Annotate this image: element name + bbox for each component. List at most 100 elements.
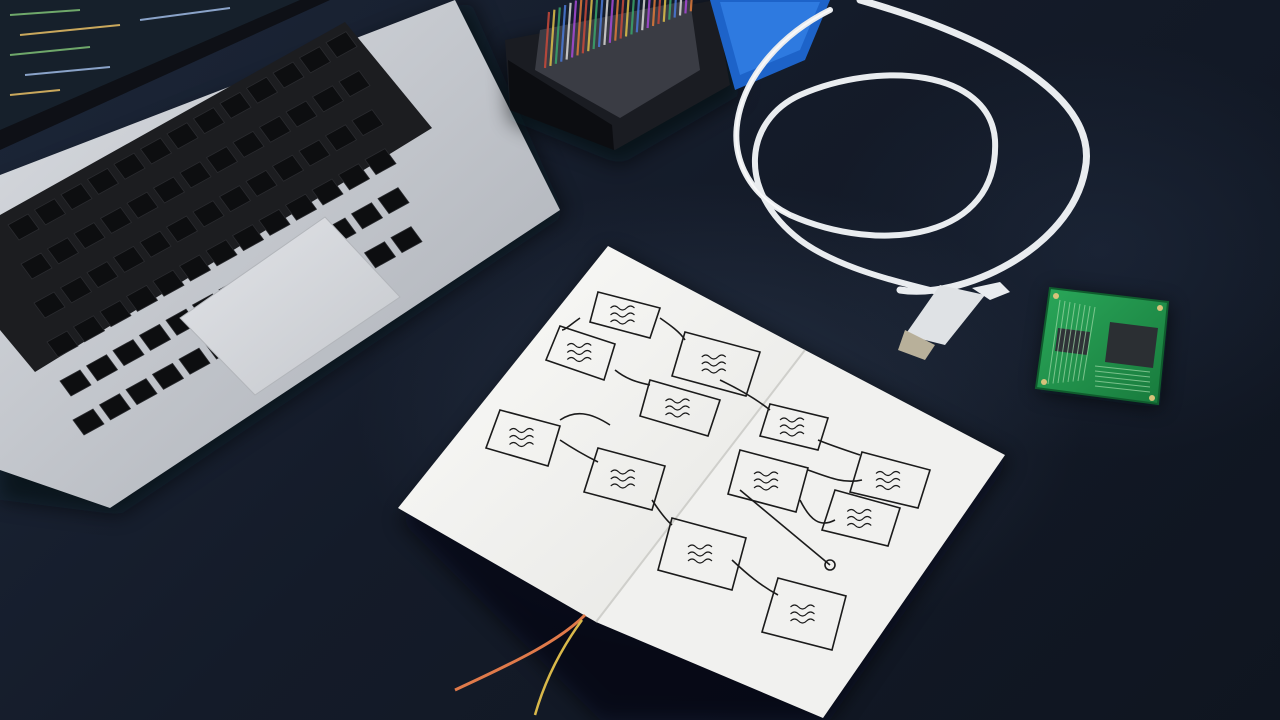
key[interactable] <box>112 339 145 367</box>
hardware-device <box>505 0 830 165</box>
hand-drawn-diagram <box>484 291 932 651</box>
key[interactable] <box>363 241 397 269</box>
key[interactable] <box>258 208 291 236</box>
key[interactable] <box>72 408 105 436</box>
key[interactable] <box>113 152 146 180</box>
key[interactable] <box>125 378 158 406</box>
key[interactable] <box>325 31 358 59</box>
key[interactable] <box>178 254 212 282</box>
code-lines <box>9 7 231 96</box>
key[interactable] <box>165 215 199 243</box>
diagram-box <box>589 291 662 339</box>
key[interactable] <box>46 237 80 265</box>
key[interactable] <box>59 276 93 304</box>
key[interactable] <box>272 61 305 89</box>
key[interactable] <box>350 202 384 230</box>
key[interactable] <box>46 330 79 358</box>
key[interactable] <box>73 222 106 250</box>
diagram-box <box>848 451 932 509</box>
notebook-right-page <box>596 350 1005 718</box>
diagram-arrow <box>561 317 581 331</box>
key[interactable] <box>72 315 106 343</box>
diagram-arrow <box>731 559 779 596</box>
key[interactable] <box>298 139 331 167</box>
diagram-box <box>484 409 562 467</box>
diagram-box <box>544 325 616 382</box>
diagram-box <box>820 489 902 547</box>
ribbon-stripes <box>543 0 693 69</box>
chip-secondary <box>1055 328 1090 355</box>
diagram-arrow <box>799 499 836 524</box>
key[interactable] <box>152 269 185 297</box>
key[interactable] <box>99 300 132 328</box>
key[interactable] <box>151 362 185 390</box>
notebook-left-page <box>398 246 805 622</box>
diagram-box <box>760 577 847 651</box>
key[interactable] <box>139 137 173 165</box>
trackpad[interactable] <box>179 216 401 396</box>
key[interactable] <box>192 107 226 135</box>
key[interactable] <box>112 245 146 273</box>
key[interactable] <box>232 130 265 158</box>
diagram-box <box>727 449 809 513</box>
key[interactable] <box>284 193 318 221</box>
key[interactable] <box>20 252 53 280</box>
chip-main <box>1105 322 1158 368</box>
key[interactable] <box>245 76 279 104</box>
diagram-arrow <box>559 412 611 426</box>
key[interactable] <box>33 291 66 319</box>
key[interactable] <box>86 261 119 289</box>
cable-connector <box>898 282 1010 360</box>
diagram-arrow <box>807 469 863 483</box>
key[interactable] <box>166 122 199 150</box>
key[interactable] <box>245 169 278 197</box>
key[interactable] <box>298 46 332 74</box>
key[interactable] <box>59 369 92 397</box>
diagram-arrow <box>817 439 861 456</box>
key[interactable] <box>219 91 252 119</box>
diagram-box <box>758 403 830 451</box>
key[interactable] <box>311 178 344 206</box>
notebook <box>398 246 1010 720</box>
key[interactable] <box>138 323 172 351</box>
key[interactable] <box>126 191 159 219</box>
key[interactable] <box>99 206 133 234</box>
key[interactable] <box>364 148 397 176</box>
key[interactable] <box>218 185 252 213</box>
bookmark-ribbon <box>454 613 587 692</box>
key[interactable] <box>205 239 238 267</box>
key[interactable] <box>178 347 211 375</box>
diagram-box <box>657 517 747 591</box>
key[interactable] <box>33 198 67 226</box>
key[interactable] <box>125 284 159 312</box>
diagram-arrow <box>559 439 599 463</box>
key[interactable] <box>271 154 305 182</box>
key[interactable] <box>338 70 371 98</box>
key[interactable] <box>285 100 318 128</box>
diagram-box <box>639 379 722 437</box>
key[interactable] <box>258 115 292 143</box>
key[interactable] <box>192 200 225 228</box>
diagram-arrow <box>739 489 831 566</box>
laptop <box>0 0 565 515</box>
key[interactable] <box>311 85 345 113</box>
key[interactable] <box>86 167 120 195</box>
key[interactable] <box>98 393 132 421</box>
diagram-box <box>582 447 666 511</box>
key[interactable] <box>152 176 186 204</box>
diagram-arrow <box>651 499 673 526</box>
key[interactable] <box>377 187 410 215</box>
key[interactable] <box>351 109 384 137</box>
pcb-traces <box>1047 299 1151 393</box>
key[interactable] <box>60 183 93 211</box>
diagram-arrow <box>614 369 651 386</box>
key[interactable] <box>7 213 40 241</box>
key[interactable] <box>179 161 212 189</box>
key[interactable] <box>205 146 239 174</box>
key[interactable] <box>390 226 423 254</box>
key[interactable] <box>231 224 265 252</box>
key[interactable] <box>85 354 119 382</box>
key[interactable] <box>337 163 371 191</box>
key[interactable] <box>324 124 358 152</box>
key[interactable] <box>139 230 172 258</box>
